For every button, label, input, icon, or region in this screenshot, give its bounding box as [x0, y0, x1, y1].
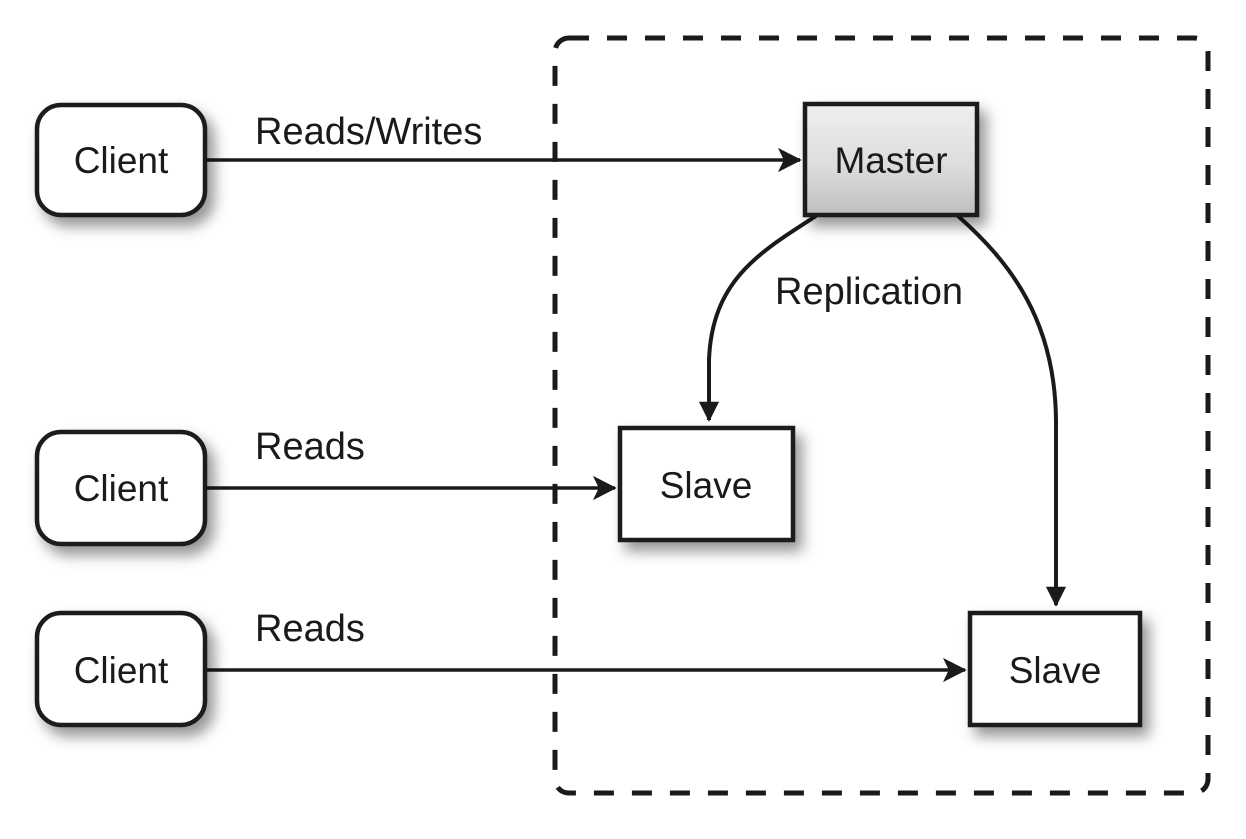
client-2-box[interactable] — [34, 429, 208, 547]
node-client-1[interactable]: Client — [34, 102, 208, 218]
client-3-label: Client — [74, 650, 169, 691]
edge-label-replication: Replication — [775, 271, 963, 313]
node-slave-2[interactable]: Slave — [967, 610, 1143, 728]
master-label: Master — [834, 140, 947, 181]
node-client-2[interactable]: Client — [34, 429, 208, 547]
node-client-3[interactable]: Client — [34, 610, 208, 728]
node-slave-1[interactable]: Slave — [617, 425, 796, 543]
master-box[interactable] — [802, 101, 980, 218]
edge-label-reads-bottom: Reads — [255, 608, 365, 650]
edge-master-to-slave1-replication — [698, 214, 818, 422]
client-3-box[interactable] — [34, 610, 208, 728]
database-cluster-boundary — [552, 35, 1211, 796]
edge-label-reads-writes: Reads/Writes — [255, 111, 482, 153]
edge-label-reads-middle: Reads — [255, 426, 365, 468]
slave-1-box[interactable] — [617, 425, 796, 543]
client-1-label: Client — [74, 140, 169, 181]
edge-master-to-slave2-replication — [956, 214, 1067, 607]
slave-2-label: Slave — [1009, 650, 1102, 691]
slave-1-label: Slave — [660, 465, 753, 506]
slave-2-box[interactable] — [967, 610, 1143, 728]
client-1-box[interactable] — [34, 102, 208, 218]
node-master[interactable]: Master — [802, 101, 980, 218]
client-2-label: Client — [74, 468, 169, 509]
